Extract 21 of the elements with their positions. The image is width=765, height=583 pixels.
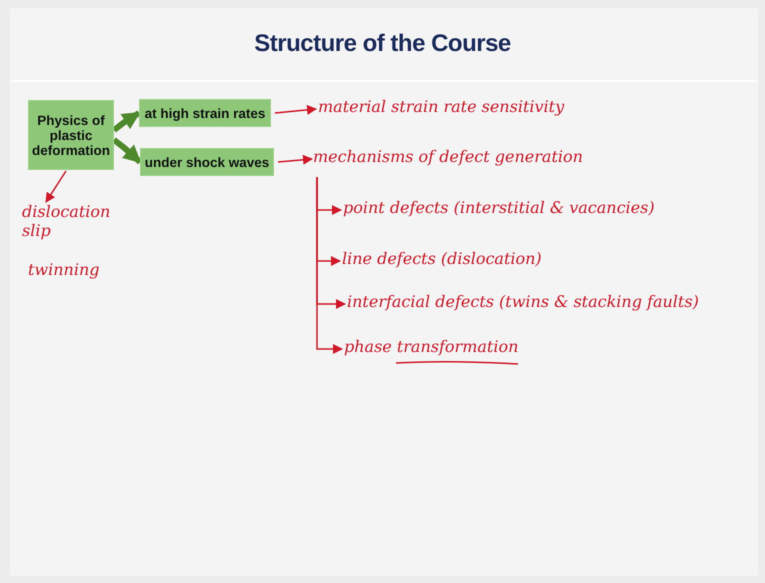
handwritten-text: twinning	[28, 260, 100, 279]
arrow	[316, 177, 343, 354]
box-label: Physics of plastic deformation	[30, 112, 111, 158]
title: Structure of the Course	[253, 30, 512, 58]
box-label: at high strain rates	[144, 106, 266, 120]
process-box	[139, 99, 271, 127]
arrow	[112, 110, 141, 132]
handwritten-text: line defects (dislocation)	[342, 249, 542, 268]
handwritten-text: point defects (interstitial & vacancies)	[343, 198, 655, 217]
process-box	[28, 100, 114, 170]
handwritten-text: dislocation slip	[22, 202, 110, 240]
arrow	[45, 170, 67, 203]
box-label: under shock waves	[144, 154, 270, 170]
arrow	[278, 154, 313, 165]
handwritten-text: phase transformation	[344, 337, 518, 356]
handwritten-text: material strain rate sensitivity	[318, 97, 564, 116]
arrow	[112, 138, 142, 164]
process-box	[140, 148, 274, 176]
arrow	[274, 104, 317, 115]
handwritten-text: mechanisms of defect generation	[313, 147, 583, 166]
handwritten-text: interfacial defects (twins & stacking faults)	[347, 292, 699, 311]
